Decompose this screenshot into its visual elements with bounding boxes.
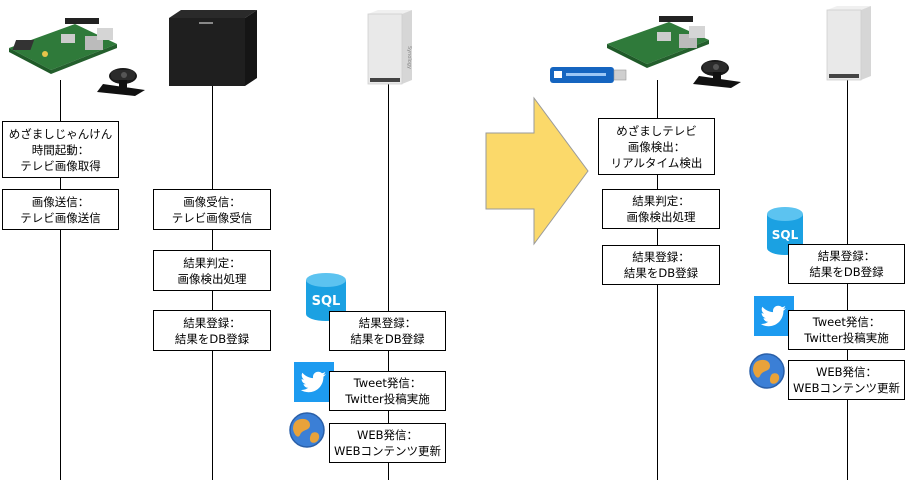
transition-arrow	[484, 96, 590, 246]
box-line: 画像検出処理	[177, 271, 247, 286]
raspberry-pi-device-right	[603, 12, 743, 92]
twitter-icon-right	[754, 296, 794, 336]
sql-database-icon-right: SQL	[764, 206, 806, 256]
box-web-left: WEB発信： WEBコンテンツ更新	[329, 423, 446, 463]
sql-label: SQL	[312, 294, 341, 309]
box-line: 結果登録：	[358, 316, 417, 330]
twitter-icon	[294, 362, 334, 402]
box-result-judgement-left: 結果判定： 画像検出処理	[153, 250, 271, 291]
box-line: リアルタイム検出	[610, 155, 703, 170]
box-line: WEB発信：	[815, 365, 878, 379]
box-line: 結果をDB登録	[174, 331, 250, 346]
box-image-send: 画像送信： テレビ画像送信	[2, 189, 119, 230]
box-line: Tweet発信：	[353, 376, 422, 390]
box-line: 時間起動：	[31, 142, 90, 157]
sql-database-icon: SQL	[303, 272, 349, 322]
neural-compute-stick-device	[548, 64, 630, 86]
box-line: テレビ画像取得	[20, 158, 101, 173]
box-line: 結果判定：	[632, 194, 690, 208]
box-line: Twitter投稿実施	[804, 331, 889, 345]
box-tweet-right: Tweet発信： Twitter投稿実施	[788, 310, 905, 350]
box-image-receive: 画像受信： テレビ画像受信	[153, 189, 271, 230]
box-line: 結果をDB登録	[350, 332, 425, 346]
svg-text:Synology: Synology	[406, 46, 412, 69]
globe-icon	[288, 411, 326, 449]
box-realtime-detect: めざましテレビ 画像検出： リアルタイム検出	[598, 118, 715, 175]
server-device	[165, 8, 260, 88]
box-line: 結果登録：	[632, 250, 690, 264]
box-line: めざましテレビ	[616, 123, 697, 138]
lifeline-raspberry-pi-left	[60, 80, 61, 480]
lifeline-nas-left	[388, 80, 389, 480]
box-web-right: WEB発信： WEBコンテンツ更新	[788, 360, 905, 400]
box-line: 画像送信：	[31, 194, 90, 209]
box-result-judgement-right: 結果判定： 画像検出処理	[602, 189, 720, 229]
box-result-register-left-nas: 結果登録： 結果をDB登録	[329, 311, 446, 351]
box-line: 結果登録：	[183, 315, 241, 330]
box-line: めざましじゃんけん	[8, 126, 113, 141]
box-line: テレビ画像受信	[171, 210, 253, 225]
nas-device-right	[821, 6, 875, 82]
nas-device-left: Synology	[362, 10, 416, 86]
box-line: Tweet発信：	[812, 315, 881, 329]
box-line: 結果登録：	[817, 249, 876, 263]
box-janken-capture: めざましじゃんけん 時間起動： テレビ画像取得	[2, 121, 119, 178]
box-tweet-left: Tweet発信： Twitter投稿実施	[329, 371, 446, 411]
box-line: WEBコンテンツ更新	[333, 444, 442, 458]
box-result-register-right-nas: 結果登録： 結果をDB登録	[788, 244, 905, 284]
box-result-register-right-pi: 結果登録： 結果をDB登録	[602, 245, 720, 285]
box-line: 結果をDB登録	[809, 265, 884, 279]
box-line: 画像受信：	[183, 194, 241, 209]
globe-icon-right	[748, 352, 786, 390]
box-line: 結果をDB登録	[623, 266, 699, 280]
box-line: 画像検出：	[627, 139, 686, 154]
box-line: WEB発信：	[356, 428, 419, 442]
box-line: テレビ画像送信	[20, 210, 101, 225]
box-line: Twitter投稿実施	[345, 392, 430, 406]
box-line: 結果判定：	[183, 255, 241, 270]
box-result-register-left-server: 結果登録： 結果をDB登録	[153, 310, 271, 351]
box-line: WEBコンテンツ更新	[792, 381, 901, 395]
sql-label: SQL	[772, 228, 799, 242]
box-line: 画像検出処理	[626, 210, 696, 224]
raspberry-pi-device-left	[5, 10, 145, 102]
